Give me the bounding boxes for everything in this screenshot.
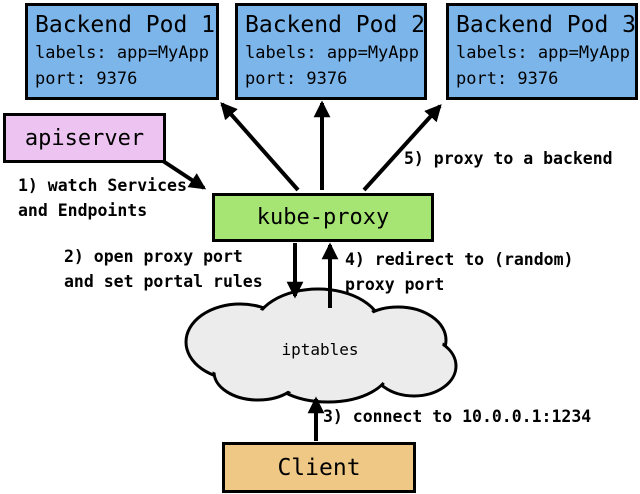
arrow-kube-proxy-to-pod1 <box>220 102 300 192</box>
step-1-watch-services: 1) watch Services and Endpoints <box>18 176 187 220</box>
apiserver-label: apiserver <box>24 125 145 151</box>
step-3-connect: 3) connect to 10.0.0.1:1234 <box>323 407 592 426</box>
backend-pod-1-box: Backend Pod 1 labels: app=MyApp port: 93… <box>25 3 219 100</box>
pod-labels: labels: app=MyApp <box>245 43 419 63</box>
iptables-label: iptables <box>281 340 359 359</box>
step-5-proxy-to-backend: 5) proxy to a backend <box>404 149 613 168</box>
apiserver-box: apiserver <box>3 113 166 163</box>
pod-title: Backend Pod 3 <box>456 12 637 38</box>
arrow-kube-proxy-to-pod3 <box>362 104 442 192</box>
pod-labels: labels: app=MyApp <box>35 43 209 63</box>
kube-proxy-label: kube-proxy <box>256 205 390 230</box>
client-box: Client <box>222 442 416 493</box>
backend-pod-3-box: Backend Pod 3 labels: app=MyApp port: 93… <box>446 3 638 100</box>
step-2-open-proxy-port: 2) open proxy port and set portal rules <box>64 247 263 291</box>
step-4-redirect: 4) redirect to (random) proxy port <box>345 250 574 294</box>
pod-port: port: 9376 <box>35 69 138 89</box>
kube-proxy-box: kube-proxy <box>212 193 434 242</box>
pod-title: Backend Pod 2 <box>245 12 426 38</box>
client-label: Client <box>277 454 361 481</box>
pod-title: Backend Pod 1 <box>35 12 216 38</box>
pod-labels: labels: app=MyApp <box>456 43 630 63</box>
arrow-apiserver-to-kube-proxy <box>161 159 207 190</box>
pod-port: port: 9376 <box>456 69 559 89</box>
iptables-cloud-shape <box>184 287 458 404</box>
pod-port: port: 9376 <box>245 69 348 89</box>
backend-pod-2-box: Backend Pod 2 labels: app=MyApp port: 93… <box>235 3 427 100</box>
